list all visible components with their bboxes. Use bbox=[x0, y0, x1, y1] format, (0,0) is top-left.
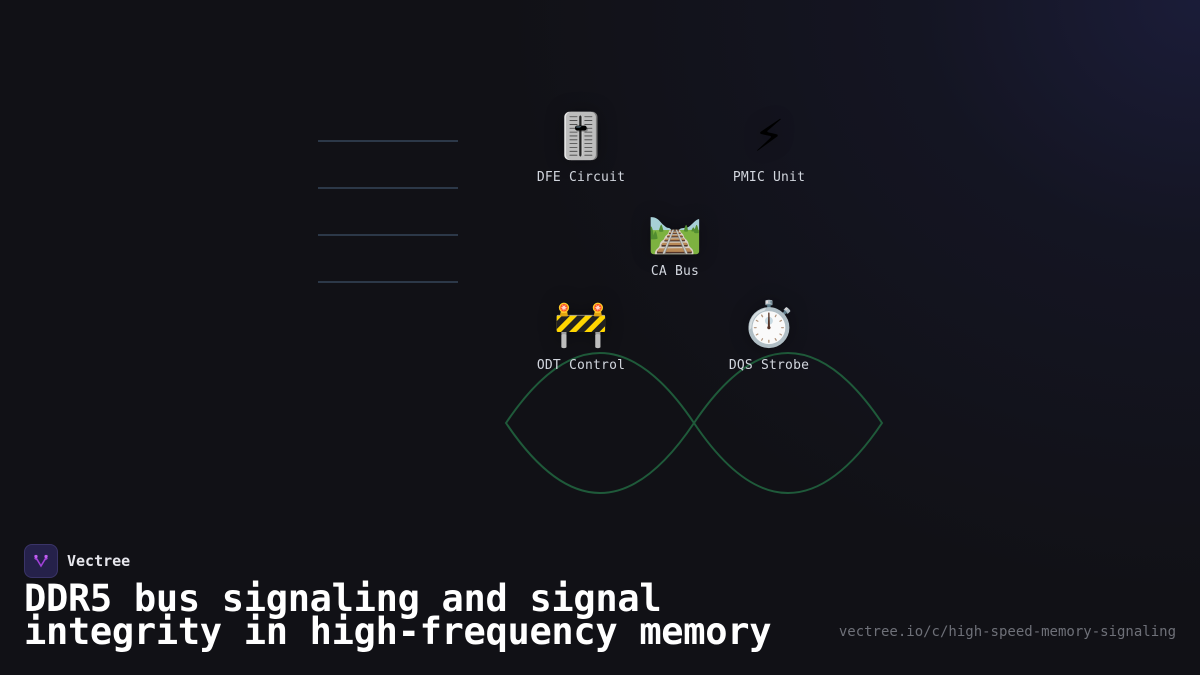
node-ca-bus[interactable]: 🛤️ CA Bus bbox=[615, 205, 735, 279]
node-dqs-strobe[interactable]: ⏱️ DQS Strobe bbox=[709, 299, 829, 373]
node-label: DFE Circuit bbox=[536, 170, 626, 185]
node-dfe-circuit[interactable]: 🎚️ DFE Circuit bbox=[521, 111, 641, 185]
level-slider-icon: 🎚️ bbox=[553, 111, 609, 162]
bus-line-2 bbox=[318, 187, 458, 189]
lightning-icon: ⚡ bbox=[753, 111, 785, 162]
eye-left bbox=[504, 352, 696, 494]
construction-barrier-icon: 🚧 bbox=[553, 299, 609, 350]
title-line-1: DDR5 bus signaling and signal bbox=[24, 577, 662, 620]
bus-line-1 bbox=[318, 140, 458, 142]
node-label: PMIC Unit bbox=[732, 170, 806, 185]
node-odt-control[interactable]: 🚧 ODT Control bbox=[521, 299, 641, 373]
stopwatch-icon: ⏱️ bbox=[741, 299, 797, 350]
railway-track-icon: 🛤️ bbox=[647, 205, 703, 256]
brand-name: Vectree bbox=[67, 552, 131, 570]
vectree-logo-icon bbox=[24, 544, 58, 578]
node-label: CA Bus bbox=[650, 264, 700, 279]
node-label: ODT Control bbox=[536, 358, 626, 373]
title-line-2: integrity in high-frequency memory bbox=[24, 610, 772, 653]
bus-line-3 bbox=[318, 234, 458, 236]
node-pmic-unit[interactable]: ⚡ PMIC Unit bbox=[709, 111, 829, 185]
brand[interactable]: Vectree bbox=[24, 544, 130, 578]
node-label: DQS Strobe bbox=[728, 358, 810, 373]
bus-line-4 bbox=[318, 281, 458, 283]
source-url[interactable]: vectree.io/c/high-speed-memory-signaling bbox=[838, 624, 1176, 640]
page-title: DDR5 bus signaling and signal integrity … bbox=[24, 580, 771, 650]
eye-right bbox=[692, 352, 884, 494]
